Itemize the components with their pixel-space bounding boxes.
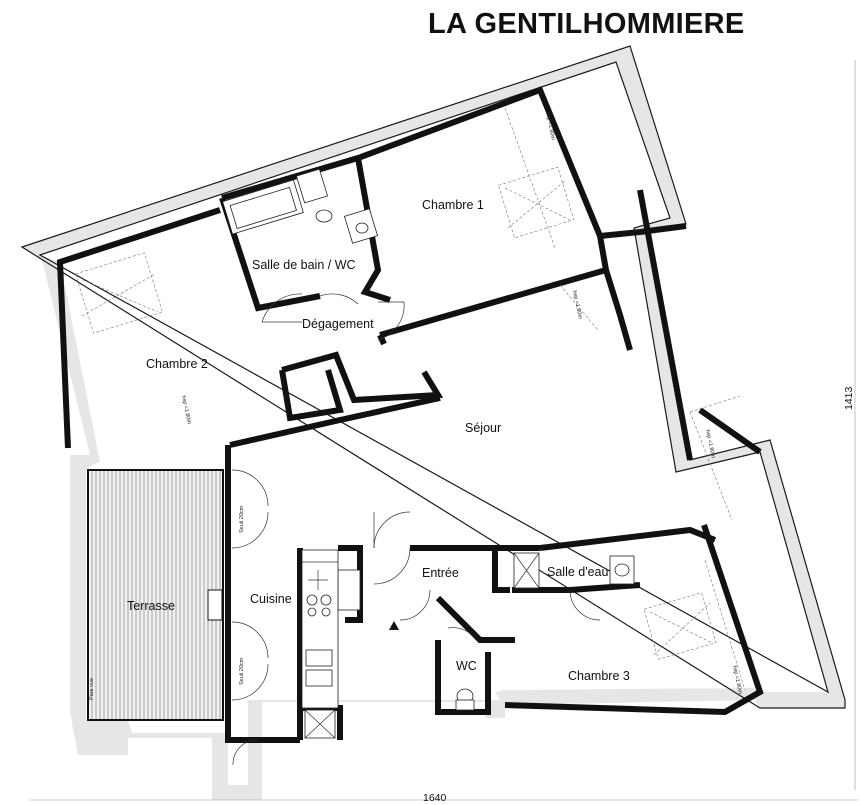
room-label-chambre-3: Chambre 3 [568,669,630,683]
dimension-width: 1640 [423,792,447,804]
room-label-terrasse: Terrasse [127,599,175,613]
room-label-wc: WC [456,659,477,673]
annotation-hsp-chambre2: hsp <1.80m [180,395,192,425]
room-label-salle-eau: Salle d'eau [547,565,609,579]
room-label-sejour: Séjour [465,421,501,435]
annotation-seuil-bottom: Seuil 20cm [239,657,245,685]
room-labels: Chambre 1 Salle de bain / WC Dégagement … [127,198,630,683]
door-swings [231,293,601,766]
annotation-hsp-chambre3: hsp <1.80m [731,665,743,695]
room-label-degagement: Dégagement [302,317,374,331]
kitchen-fixtures [301,549,339,739]
room-label-cuisine: Cuisine [250,592,292,606]
dimension-lines: 1640 1413 [30,60,858,804]
annotation-hsp-sejour: hsp <1.80m [704,429,716,459]
room-label-salle-de-bain: Salle de bain / WC [252,258,356,272]
entrance-arrow-icon [389,621,399,630]
height-annotations: hsp <1.80m hsp <1.80m hsp <1.80m hsp <1.… [89,111,743,700]
room-label-chambre-1: Chambre 1 [422,198,484,212]
room-label-entree: Entrée [422,566,459,580]
plan-title: LA GENTILHOMMIERE [428,8,745,40]
annotation-pare-vue: Pare vue [89,678,95,700]
annotation-hsp-chambre1: hsp <1.80m [544,111,556,141]
skylights [75,107,746,691]
bathroom-fixtures [222,168,635,711]
terrace-decking [87,469,224,721]
annotation-seuil-top: Seuil 20cm [239,505,245,533]
room-label-chambre-2: Chambre 2 [146,357,208,371]
annotation-hsp-sejour-top: hsp <1.80m [571,290,583,320]
dimension-height: 1413 [843,386,855,410]
